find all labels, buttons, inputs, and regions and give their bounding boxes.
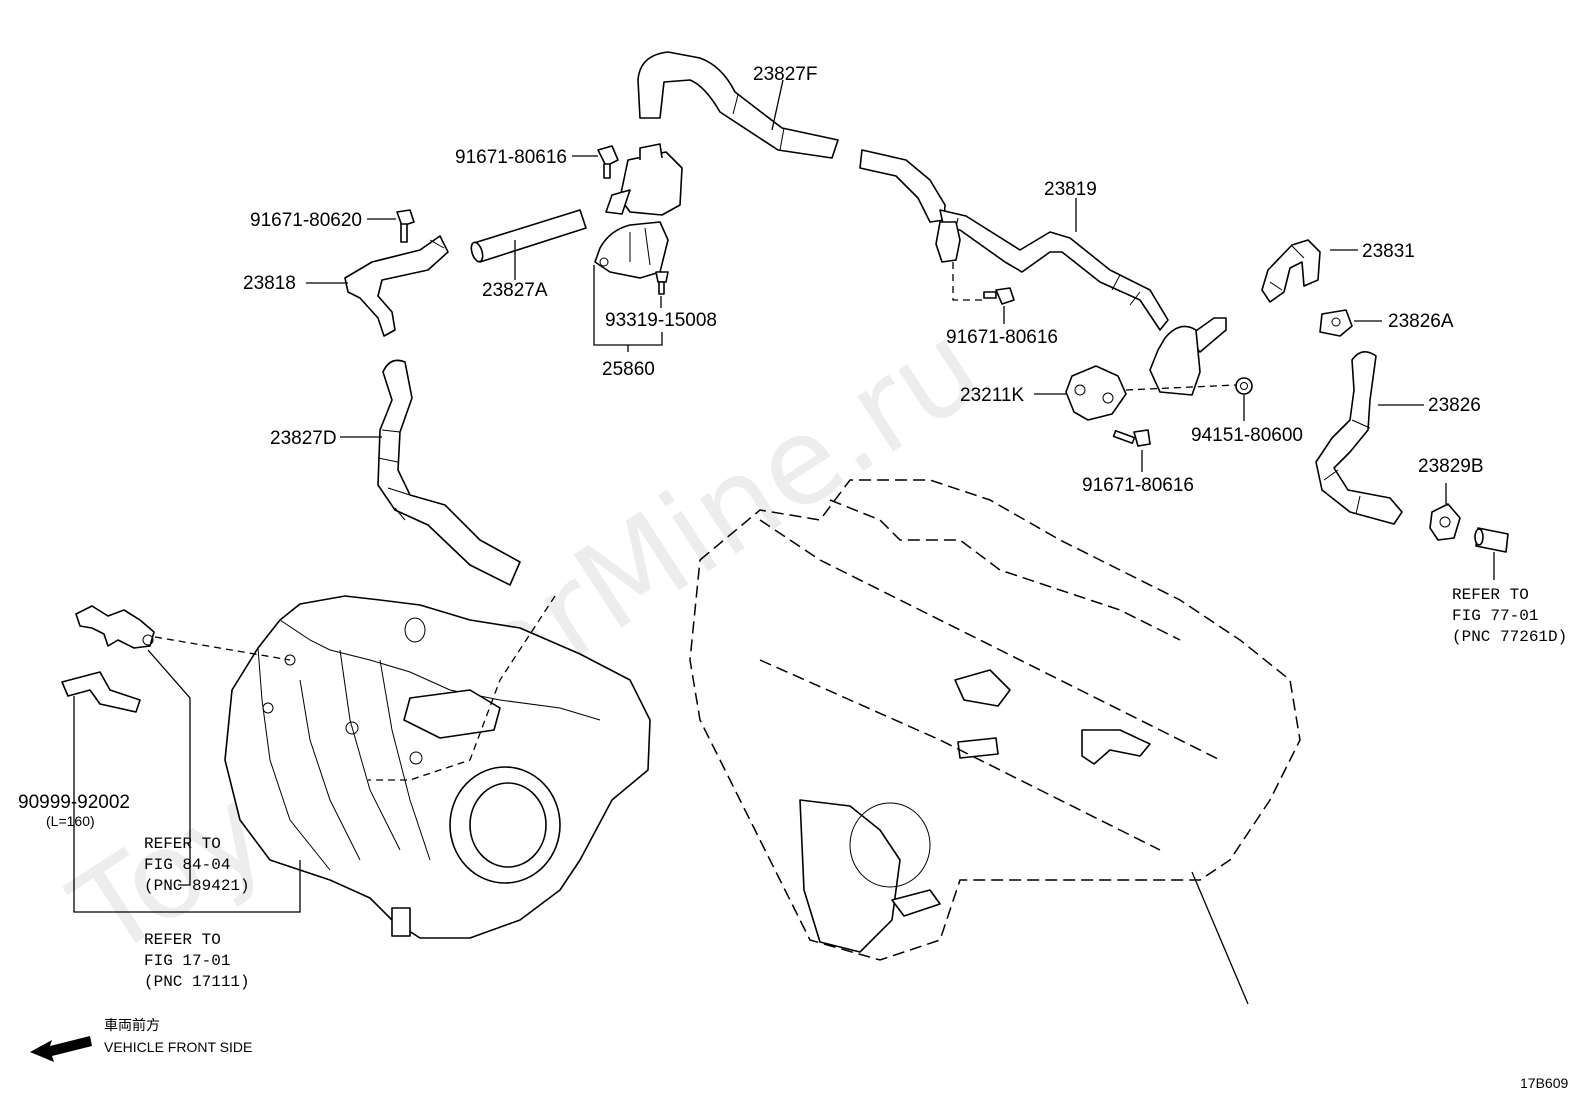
- pipe-23819[interactable]: [935, 209, 1227, 353]
- leader-89421: [147, 649, 191, 886]
- elbow-23831[interactable]: [1261, 239, 1321, 303]
- label-23827D: 23827D: [270, 428, 337, 449]
- hose-23827A[interactable]: [469, 209, 587, 263]
- ref-fig17-l1: REFER TO: [144, 931, 221, 949]
- dash-91671-80616-mid: [952, 262, 984, 301]
- ref-fig77-l3: (PNC 77261D): [1452, 628, 1567, 646]
- ref-fig84-l2: FIG 84-04: [144, 856, 230, 874]
- label-91671-80620: 91671-80620: [250, 210, 362, 231]
- bolt-91671-80616-mid[interactable]: [983, 287, 1015, 305]
- dash-intake-hose: [368, 595, 556, 781]
- bracket-25860: [593, 265, 663, 346]
- label-91671-80616-mid: 91671-80616: [946, 327, 1058, 348]
- bracket-23211K[interactable]: [1065, 365, 1127, 421]
- intake-manifold[interactable]: [224, 595, 651, 939]
- label-90999-92002: 90999-92002: [18, 792, 130, 813]
- label-25860: 25860: [602, 359, 655, 380]
- bracket-23819[interactable]: [1149, 325, 1201, 396]
- hose-end-77261D: [1474, 527, 1509, 553]
- label-94151-80600: 94151-80600: [1191, 425, 1303, 446]
- ref-fig17-l2: FIG 17-01: [144, 952, 230, 970]
- front-label-en: VEHICLE FRONT SIDE: [104, 1039, 252, 1055]
- label-90999-len: (L=160): [46, 813, 95, 829]
- label-23829B: 23829B: [1418, 456, 1484, 477]
- sensor-89421[interactable]: [75, 605, 155, 649]
- front-arrow-icon: [30, 1036, 92, 1062]
- leader-90999-92002: [73, 696, 301, 913]
- bolt-91671-80616-top[interactable]: [597, 145, 619, 179]
- hose-23826[interactable]: [1315, 351, 1403, 525]
- bolt-91671-80620[interactable]: [396, 209, 415, 243]
- engine-phantom: [689, 479, 1301, 961]
- label-23826: 23826: [1428, 395, 1481, 416]
- label-23818: 23818: [243, 273, 296, 294]
- figure-code: 17B609: [1520, 1075, 1568, 1091]
- label-23826A: 23826A: [1388, 311, 1454, 332]
- dash-sensor: [154, 636, 291, 661]
- bolt-91671-80616-low[interactable]: [1112, 429, 1151, 447]
- ref-fig17-l3: (PNC 17111): [144, 973, 250, 991]
- label-23831: 23831: [1362, 241, 1415, 262]
- front-label-jp: 車両前方: [104, 1017, 160, 1033]
- leader-engine: [1191, 871, 1249, 1005]
- label-23827A: 23827A: [482, 280, 548, 301]
- ref-fig84-l3: (PNC 89421): [144, 877, 250, 895]
- hose-23827D[interactable]: [377, 359, 521, 586]
- label-23827F: 23827F: [753, 64, 817, 85]
- ref-fig77-l2: FIG 77-01: [1452, 607, 1538, 625]
- label-23819: 23819: [1044, 179, 1097, 200]
- clamp-23829B[interactable]: [1429, 503, 1461, 541]
- clip-23826A[interactable]: [1319, 309, 1353, 337]
- nut-94151-80600[interactable]: [1235, 377, 1253, 395]
- dash-23211K: [1125, 384, 1237, 391]
- screw-93319-15008[interactable]: [655, 271, 669, 295]
- pipe-23818[interactable]: [344, 235, 449, 337]
- hose-90999-92002[interactable]: [61, 671, 141, 713]
- label-91671-80616-top: 91671-80616: [455, 147, 567, 168]
- leader-23827F: [771, 79, 784, 131]
- label-93319-15008: 93319-15008: [605, 310, 717, 331]
- label-23211K: 23211K: [960, 385, 1024, 406]
- ref-fig77-l1: REFER TO: [1452, 586, 1529, 604]
- label-91671-80616-low: 91671-80616: [1082, 475, 1194, 496]
- ref-fig84-l1: REFER TO: [144, 835, 221, 853]
- vsv-valve-25860[interactable]: [594, 143, 683, 279]
- hose-23827F[interactable]: [637, 51, 946, 223]
